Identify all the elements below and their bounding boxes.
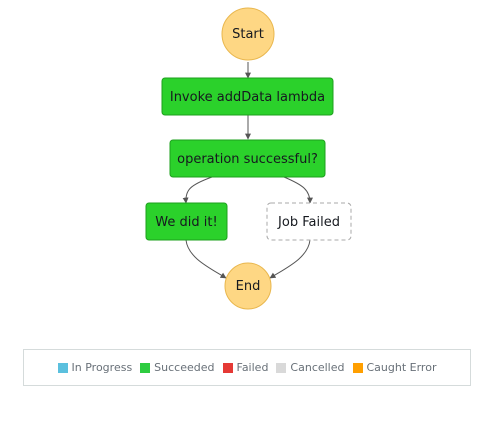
legend-label: Succeeded (154, 361, 215, 374)
state-operation-successful[interactable]: operation successful? (169, 139, 326, 178)
legend-label: Cancelled (290, 361, 345, 374)
end-node-label: End (236, 279, 261, 294)
legend-item-succeeded: Succeeded (140, 361, 215, 374)
cancelled-swatch (276, 362, 287, 373)
legend-item-in-progress: In Progress (57, 361, 133, 374)
success-node-shape (145, 202, 228, 241)
failed-node-shape (266, 202, 352, 241)
succeeded-swatch (140, 362, 151, 373)
state-we-did-it[interactable]: We did it! (145, 202, 228, 241)
in-progress-swatch (57, 362, 68, 373)
success-node-label: We did it! (155, 215, 217, 230)
legend-label: Caught Error (366, 361, 437, 374)
invoke-node-label: Invoke addData lambda (170, 90, 325, 105)
edge-choice-to-failed (283, 176, 313, 204)
edge-success-to-end (185, 239, 227, 279)
edge-failed-to-end (269, 239, 311, 279)
status-legend: In Progress Succeeded Failed Cancelled C… (23, 349, 471, 386)
caught-error-swatch (352, 362, 363, 373)
legend-label: Failed (236, 361, 269, 374)
invoke-node-shape (161, 77, 334, 116)
start-node-shape (221, 7, 275, 61)
start-node-label: Start (232, 27, 264, 42)
choice-node-label: operation successful? (177, 152, 318, 167)
state-start[interactable]: Start (221, 7, 275, 61)
legend-item-failed: Failed (222, 361, 269, 374)
end-node-shape (224, 262, 272, 310)
choice-node-shape (169, 139, 326, 178)
failed-node-label: Job Failed (277, 215, 340, 230)
legend-label: In Progress (71, 361, 133, 374)
state-job-failed[interactable]: Job Failed (266, 202, 352, 241)
state-end[interactable]: End (224, 262, 272, 310)
state-invoke-adddata-lambda[interactable]: Invoke addData lambda (161, 77, 334, 116)
legend-item-cancelled: Cancelled (276, 361, 345, 374)
state-machine-graph: Start Invoke addData lambda operation su… (145, 7, 352, 310)
failed-swatch (222, 362, 233, 373)
legend-item-caught-error: Caught Error (352, 361, 437, 374)
edge-choice-to-success (182, 176, 213, 204)
